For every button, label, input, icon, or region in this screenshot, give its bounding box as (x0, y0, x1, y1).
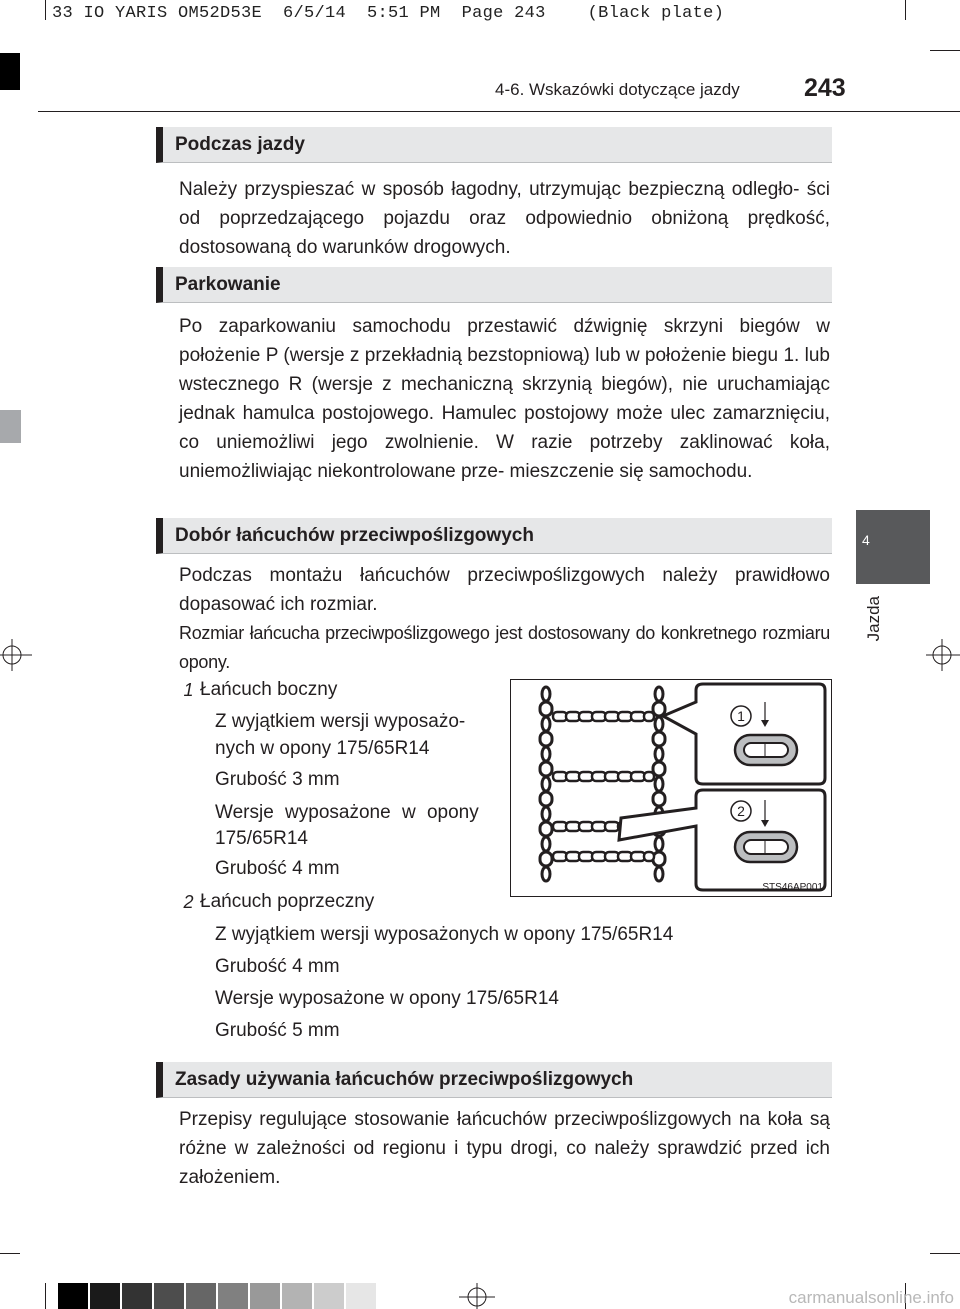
heading-text: Zasady używania łańcuchów przeciwpoślizg… (175, 1069, 634, 1090)
section-heading: Zasady używania łańcuchów przeciwpoślizg… (156, 1062, 832, 1098)
item-number: 2 (183, 892, 194, 912)
section-heading: Parkowanie (156, 267, 832, 303)
item-detail: Grubość 4 mm (215, 956, 340, 977)
crop-mark (0, 1253, 20, 1254)
callout-box-1 (659, 682, 827, 786)
color-bar (218, 1283, 248, 1309)
color-bar (346, 1283, 376, 1309)
side-marker (0, 410, 21, 443)
item-detail: Wersje wyposażone w opony (215, 802, 479, 823)
figure-code: STS46AP001 (762, 882, 823, 893)
color-bar (58, 1283, 88, 1309)
crop-mark (905, 1283, 906, 1309)
item-detail: 175/65R14 (215, 828, 308, 849)
heading-text: Podczas jazdy (175, 134, 305, 155)
item-detail: Z wyjątkiem wersji wyposażonych w opony … (215, 924, 674, 945)
chain-illustration: 1 2 STS46AP001 (510, 679, 832, 897)
registration-mark-right (926, 639, 960, 671)
watermark: carmanualsonline.info (788, 1288, 954, 1307)
paragraph: Należy przyspieszać w sposób łagodny, ut… (179, 179, 830, 258)
color-bar (154, 1283, 184, 1309)
color-bar (122, 1283, 152, 1309)
item-label: Łańcuch poprzeczny (200, 891, 375, 912)
crop-mark (45, 1283, 46, 1309)
crop-mark (930, 1253, 960, 1254)
item-label: Łańcuch boczny (200, 679, 338, 700)
registration-mark-bottom (459, 1283, 495, 1309)
registration-mark-left (0, 639, 32, 671)
crop-mark (45, 0, 46, 20)
color-bar (250, 1283, 280, 1309)
callout-box-2 (617, 788, 827, 892)
crop-mark (930, 50, 960, 51)
color-bar (90, 1283, 120, 1309)
print-slug: 33 IO YARIS OM52D53E 6/5/14 5:51 PM Page… (52, 4, 725, 23)
paragraph: Podczas montażu łańcuchów przeciwpoślizg… (179, 565, 830, 615)
color-bar (282, 1283, 312, 1309)
cross-chains (551, 710, 656, 863)
chapter-number: 4 (862, 532, 870, 548)
paragraph: Po zaparkowaniu samochodu przestawić dźw… (179, 316, 830, 482)
paragraph: Przepisy regulujące stosowanie łańcuchów… (179, 1109, 830, 1188)
figure-callout-1: 1 (737, 708, 745, 724)
corner-block (0, 53, 20, 90)
item-detail: Grubość 5 mm (215, 1020, 340, 1041)
color-bar (186, 1283, 216, 1309)
figure-callout-2: 2 (737, 803, 745, 819)
chapter-tab (856, 510, 930, 584)
color-bar (314, 1283, 344, 1309)
page-number: 243 (804, 74, 846, 102)
item-detail: Grubość 4 mm (215, 858, 340, 879)
side-chain-left (538, 685, 554, 883)
section-heading: Dobór łańcuchów przeciwpoślizgowych (156, 518, 832, 554)
item-detail: Z wyjątkiem wersji wyposażo- (215, 711, 466, 732)
chain-diagram: 1 2 (538, 682, 827, 892)
item-detail: Wersje wyposażone w opony 175/65R14 (215, 988, 559, 1009)
item-detail: Grubość 3 mm (215, 769, 340, 790)
heading-text: Parkowanie (175, 274, 281, 295)
running-header: 4-6. Wskazówki dotyczące jazdy (495, 80, 740, 99)
paragraph: Rozmiar łańcucha przeciwpoślizgowego jes… (179, 623, 830, 672)
chapter-label: Jazda (864, 596, 883, 642)
heading-text: Dobór łańcuchów przeciwpoślizgowych (175, 525, 534, 546)
header-rule (38, 111, 960, 112)
item-number: 1 (183, 680, 194, 700)
item-detail: nych w opony 175/65R14 (215, 738, 430, 759)
crop-mark (905, 0, 906, 20)
section-heading: Podczas jazdy (156, 127, 832, 163)
